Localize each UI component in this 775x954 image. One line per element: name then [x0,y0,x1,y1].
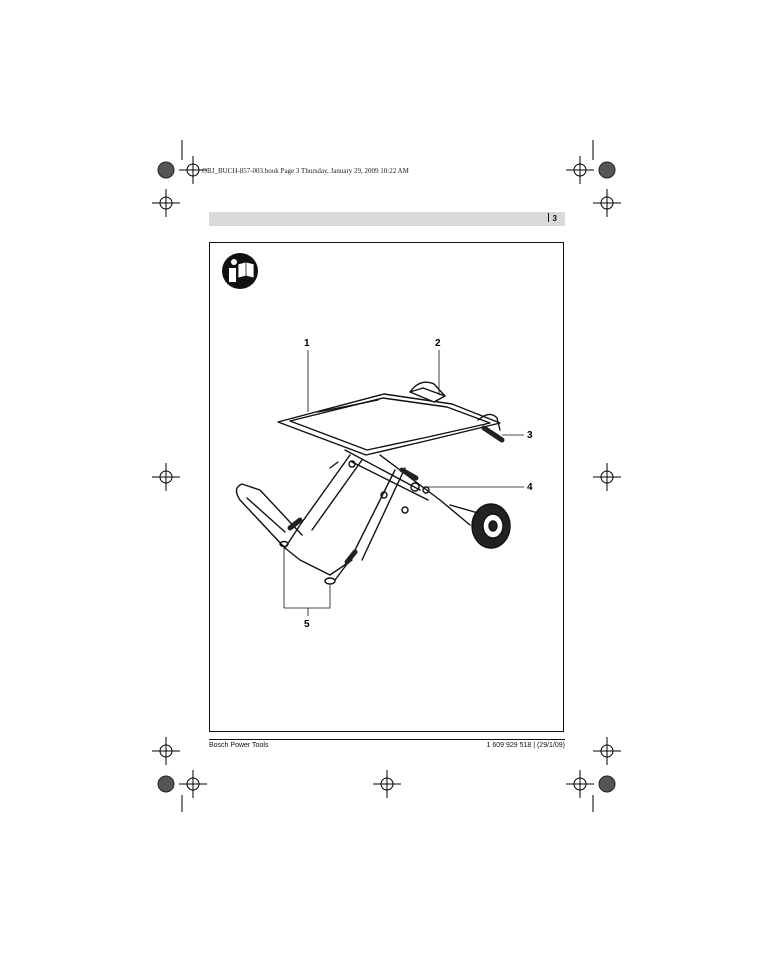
print-info: OBJ_BUCH-857-003.book Page 3 Thursday, J… [202,167,409,175]
callout-leaders [283,350,524,616]
callout-4: 4 [527,482,533,493]
footer-rule [209,739,565,740]
top-right-marks [565,140,622,218]
callout-5: 5 [304,619,310,630]
bottom-right-marks [565,736,622,812]
page-number-divider [547,213,549,222]
callout-1: 1 [304,338,310,349]
footer-brand: Bosch Power Tools [209,742,269,749]
callout-2: 2 [435,338,441,349]
page-number: 3 [547,213,557,223]
top-left-marks [151,140,208,218]
stand-drawing [235,381,511,585]
page-header: 3 [209,212,565,226]
footer-doc-number: 1 609 929 518 | (29/1/09) [486,742,566,749]
callout-3: 3 [527,430,533,441]
callout-labels: 1 2 3 4 5 [304,338,533,630]
page-number-text: 3 [552,214,557,223]
read-manual-icon [222,253,258,289]
bottom-left-marks [151,736,208,812]
figure-frame [209,242,564,732]
